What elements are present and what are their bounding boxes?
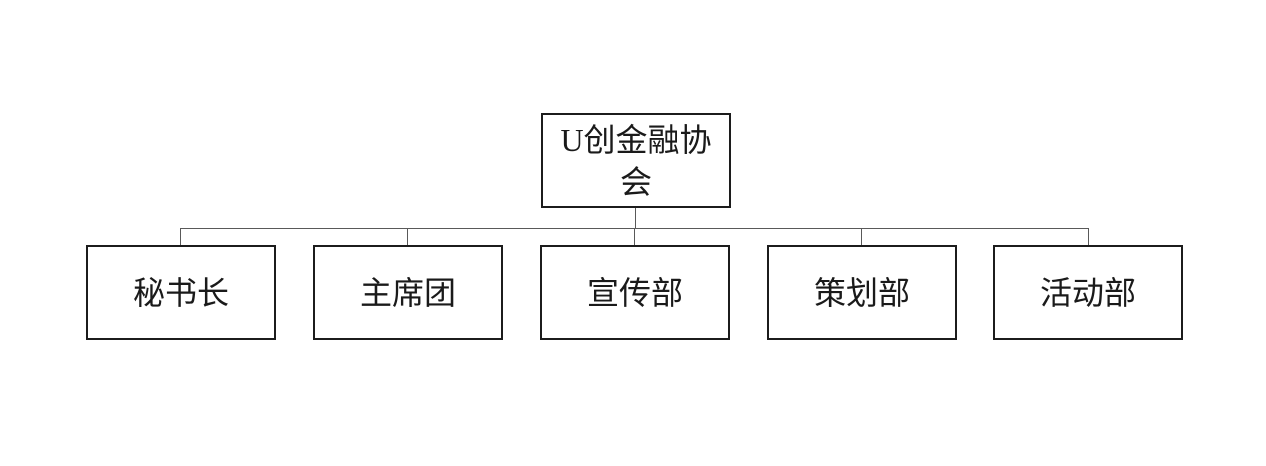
org-node-label: 主席团: [359, 274, 456, 311]
org-node-root: U创金融协会: [541, 113, 731, 208]
connector-stub-publicity-dept: [634, 228, 635, 246]
org-node-activities-dept: 活动部: [993, 245, 1183, 340]
connector-stub-presidium: [407, 228, 408, 246]
org-node-publicity-dept: 宣传部: [540, 245, 730, 340]
org-node-planning-dept: 策划部: [767, 245, 957, 340]
org-node-secretary-general: 秘书长: [86, 245, 276, 340]
connector-root-vertical: [635, 207, 636, 229]
connector-stub-secretary-general: [180, 228, 181, 246]
org-node-label: 宣传部: [586, 274, 683, 311]
connector-stub-planning-dept: [861, 228, 862, 246]
org-node-label: 秘书长: [132, 274, 229, 311]
org-node-label: 策划部: [813, 274, 910, 311]
org-node-label: U创金融协会: [560, 121, 712, 200]
org-node-label: 活动部: [1039, 274, 1136, 311]
connector-stub-activities-dept: [1088, 228, 1089, 246]
org-node-presidium: 主席团: [313, 245, 503, 340]
